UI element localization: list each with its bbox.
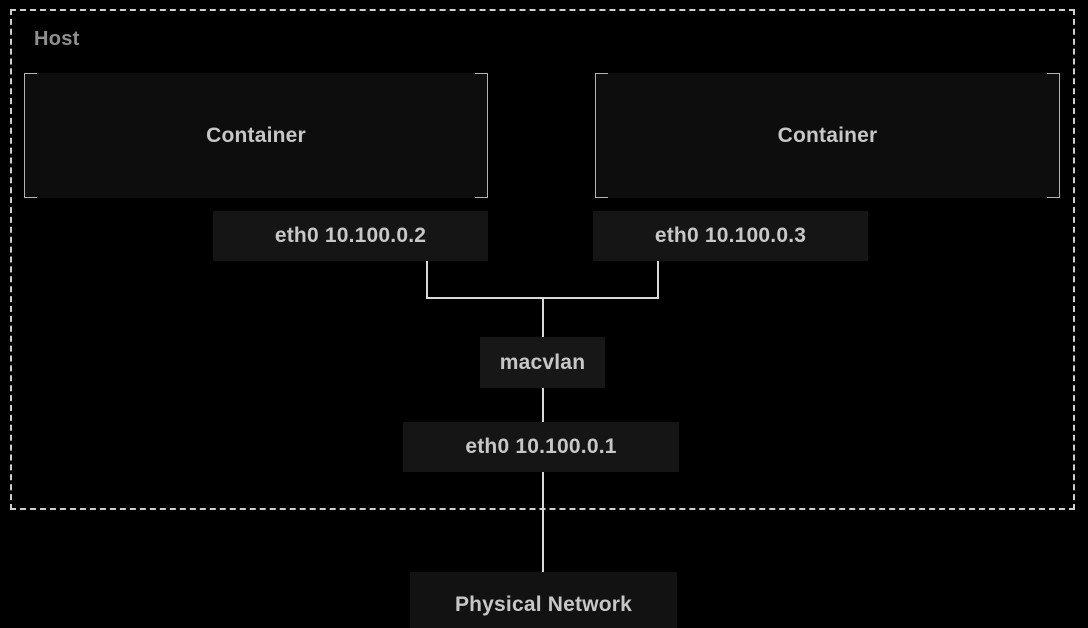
bracket-left-icon bbox=[595, 73, 608, 198]
container-2-interface-label: eth0 10.100.0.3 bbox=[654, 224, 807, 247]
container-2-interface-box: eth0 10.100.0.3 bbox=[593, 211, 868, 261]
connector-line-container2-drop bbox=[657, 261, 659, 298]
connector-line-eth0-to-physical bbox=[542, 472, 544, 573]
container-1-interface-box: eth0 10.100.0.2 bbox=[213, 211, 488, 261]
container-2-label: Container bbox=[777, 123, 878, 147]
container-1-label: Container bbox=[206, 123, 306, 147]
bracket-right-icon bbox=[1047, 73, 1060, 198]
connector-line-macvlan-to-eth0 bbox=[542, 388, 544, 423]
connector-line-container1-drop bbox=[426, 261, 428, 298]
host-label: Host bbox=[34, 28, 80, 50]
bracket-left-icon bbox=[24, 73, 37, 198]
bracket-right-icon bbox=[475, 73, 488, 198]
connector-line-to-macvlan bbox=[542, 297, 544, 338]
physical-network-label: Physical Network bbox=[454, 593, 633, 616]
macvlan-label: macvlan bbox=[499, 350, 586, 374]
container-node-1: Container bbox=[24, 73, 488, 198]
host-interface-box: eth0 10.100.0.1 bbox=[403, 422, 679, 472]
container-1-interface-label: eth0 10.100.0.2 bbox=[274, 224, 427, 247]
container-node-2: Container bbox=[595, 73, 1060, 198]
host-interface-label: eth0 10.100.0.1 bbox=[465, 435, 617, 458]
macvlan-node: macvlan bbox=[480, 337, 605, 388]
physical-network-node: Physical Network bbox=[410, 572, 677, 628]
